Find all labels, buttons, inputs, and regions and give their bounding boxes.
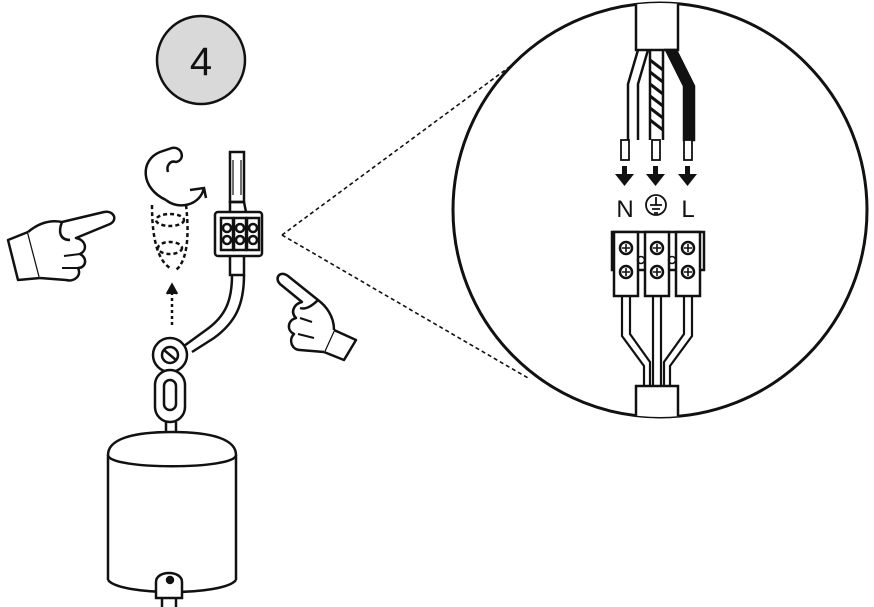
hand-pointing-icon: [276, 272, 358, 362]
wire-neutral: [626, 49, 650, 140]
step-number: 4: [190, 40, 212, 84]
ceiling-canopy: [106, 430, 238, 607]
ceiling-hook: [144, 146, 208, 325]
hanging-cable: [183, 274, 246, 354]
down-arrow-icon: [678, 166, 697, 186]
ground-symbol-icon: [645, 194, 667, 216]
wire-earth: [648, 50, 665, 140]
cable-sheath-top: [634, 3, 680, 52]
down-arrow-icon: [615, 166, 634, 186]
terminal-block-small: [213, 150, 264, 277]
cable-grip: [151, 336, 189, 432]
label-live: L: [681, 196, 694, 223]
zoom-guide-lines: [281, 64, 529, 379]
cable-sheath-bottom: [634, 384, 680, 417]
hand-pointing-icon: [6, 210, 116, 282]
label-neutral: N: [616, 196, 633, 223]
zoom-detail: N L: [451, 1, 869, 419]
down-arrow-icon: [646, 166, 665, 186]
step-badge: 4: [155, 14, 247, 106]
lower-wires: [620, 296, 694, 386]
wire-live: [663, 48, 696, 142]
terminal-block-detail: [610, 230, 706, 298]
